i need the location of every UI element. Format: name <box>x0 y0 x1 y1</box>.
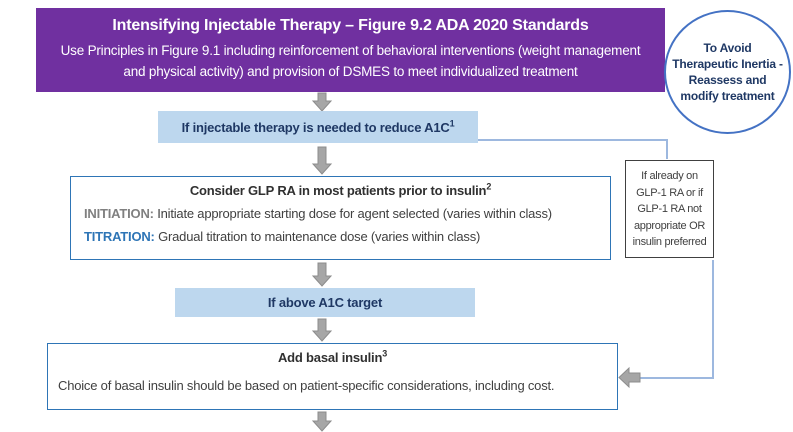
connector-sidenote-to-basal <box>640 260 714 379</box>
footnote-sup: 3 <box>382 348 388 359</box>
avoid-inertia-oval: To Avoid Therapeutic Inertia - Reassess … <box>664 10 791 134</box>
titration-text: Gradual titration to maintenance dose (v… <box>154 229 481 244</box>
down-arrow-icon <box>311 146 333 175</box>
down-arrow-icon <box>311 262 333 287</box>
oval-note-text: To Avoid Therapeutic Inertia - Reassess … <box>672 40 783 104</box>
glp-step-box: Consider GLP RA in most patients prior t… <box>70 176 611 260</box>
initiation-label: INITIATION: <box>84 206 154 221</box>
injectable-step-text: If injectable therapy is needed to reduc… <box>181 118 455 135</box>
header-subtitle: Use Principles in Figure 9.1 including r… <box>60 43 641 80</box>
titration-label: TITRATION: <box>84 229 155 244</box>
glp-box-title: Consider GLP RA in most patients prior t… <box>189 181 492 198</box>
injectable-step-box: If injectable therapy is needed to reduc… <box>158 111 478 143</box>
initiation-line: INITIATION: Initiate appropriate startin… <box>84 206 610 221</box>
basal-insulin-box: Add basal insulin3 Choice of basal insul… <box>47 343 618 410</box>
side-note-box: If already on GLP-1 RA or if GLP-1 RA no… <box>625 160 714 258</box>
footnote-sup: 1 <box>449 118 455 129</box>
initiation-text: Initiate appropriate starting dose for a… <box>153 206 552 221</box>
basal-box-body: Choice of basal insulin should be based … <box>58 378 555 393</box>
basal-box-title: Add basal insulin3 <box>277 348 388 365</box>
down-arrow-icon <box>311 92 333 112</box>
left-arrow-icon <box>618 366 641 389</box>
side-note-text: If already on GLP-1 RA or if GLP-1 RA no… <box>632 170 707 248</box>
header-banner: Intensifying Injectable Therapy – Figure… <box>36 8 665 92</box>
page-title: Intensifying Injectable Therapy – Figure… <box>112 17 589 34</box>
above-target-step-box: If above A1C target <box>175 288 475 317</box>
down-arrow-icon <box>311 411 333 432</box>
footnote-sup: 2 <box>486 181 492 192</box>
connector-injectable-to-sidenote <box>478 139 668 159</box>
down-arrow-icon <box>311 318 333 342</box>
above-target-text: If above A1C target <box>267 295 383 310</box>
titration-line: TITRATION: Gradual titration to maintena… <box>84 229 610 244</box>
